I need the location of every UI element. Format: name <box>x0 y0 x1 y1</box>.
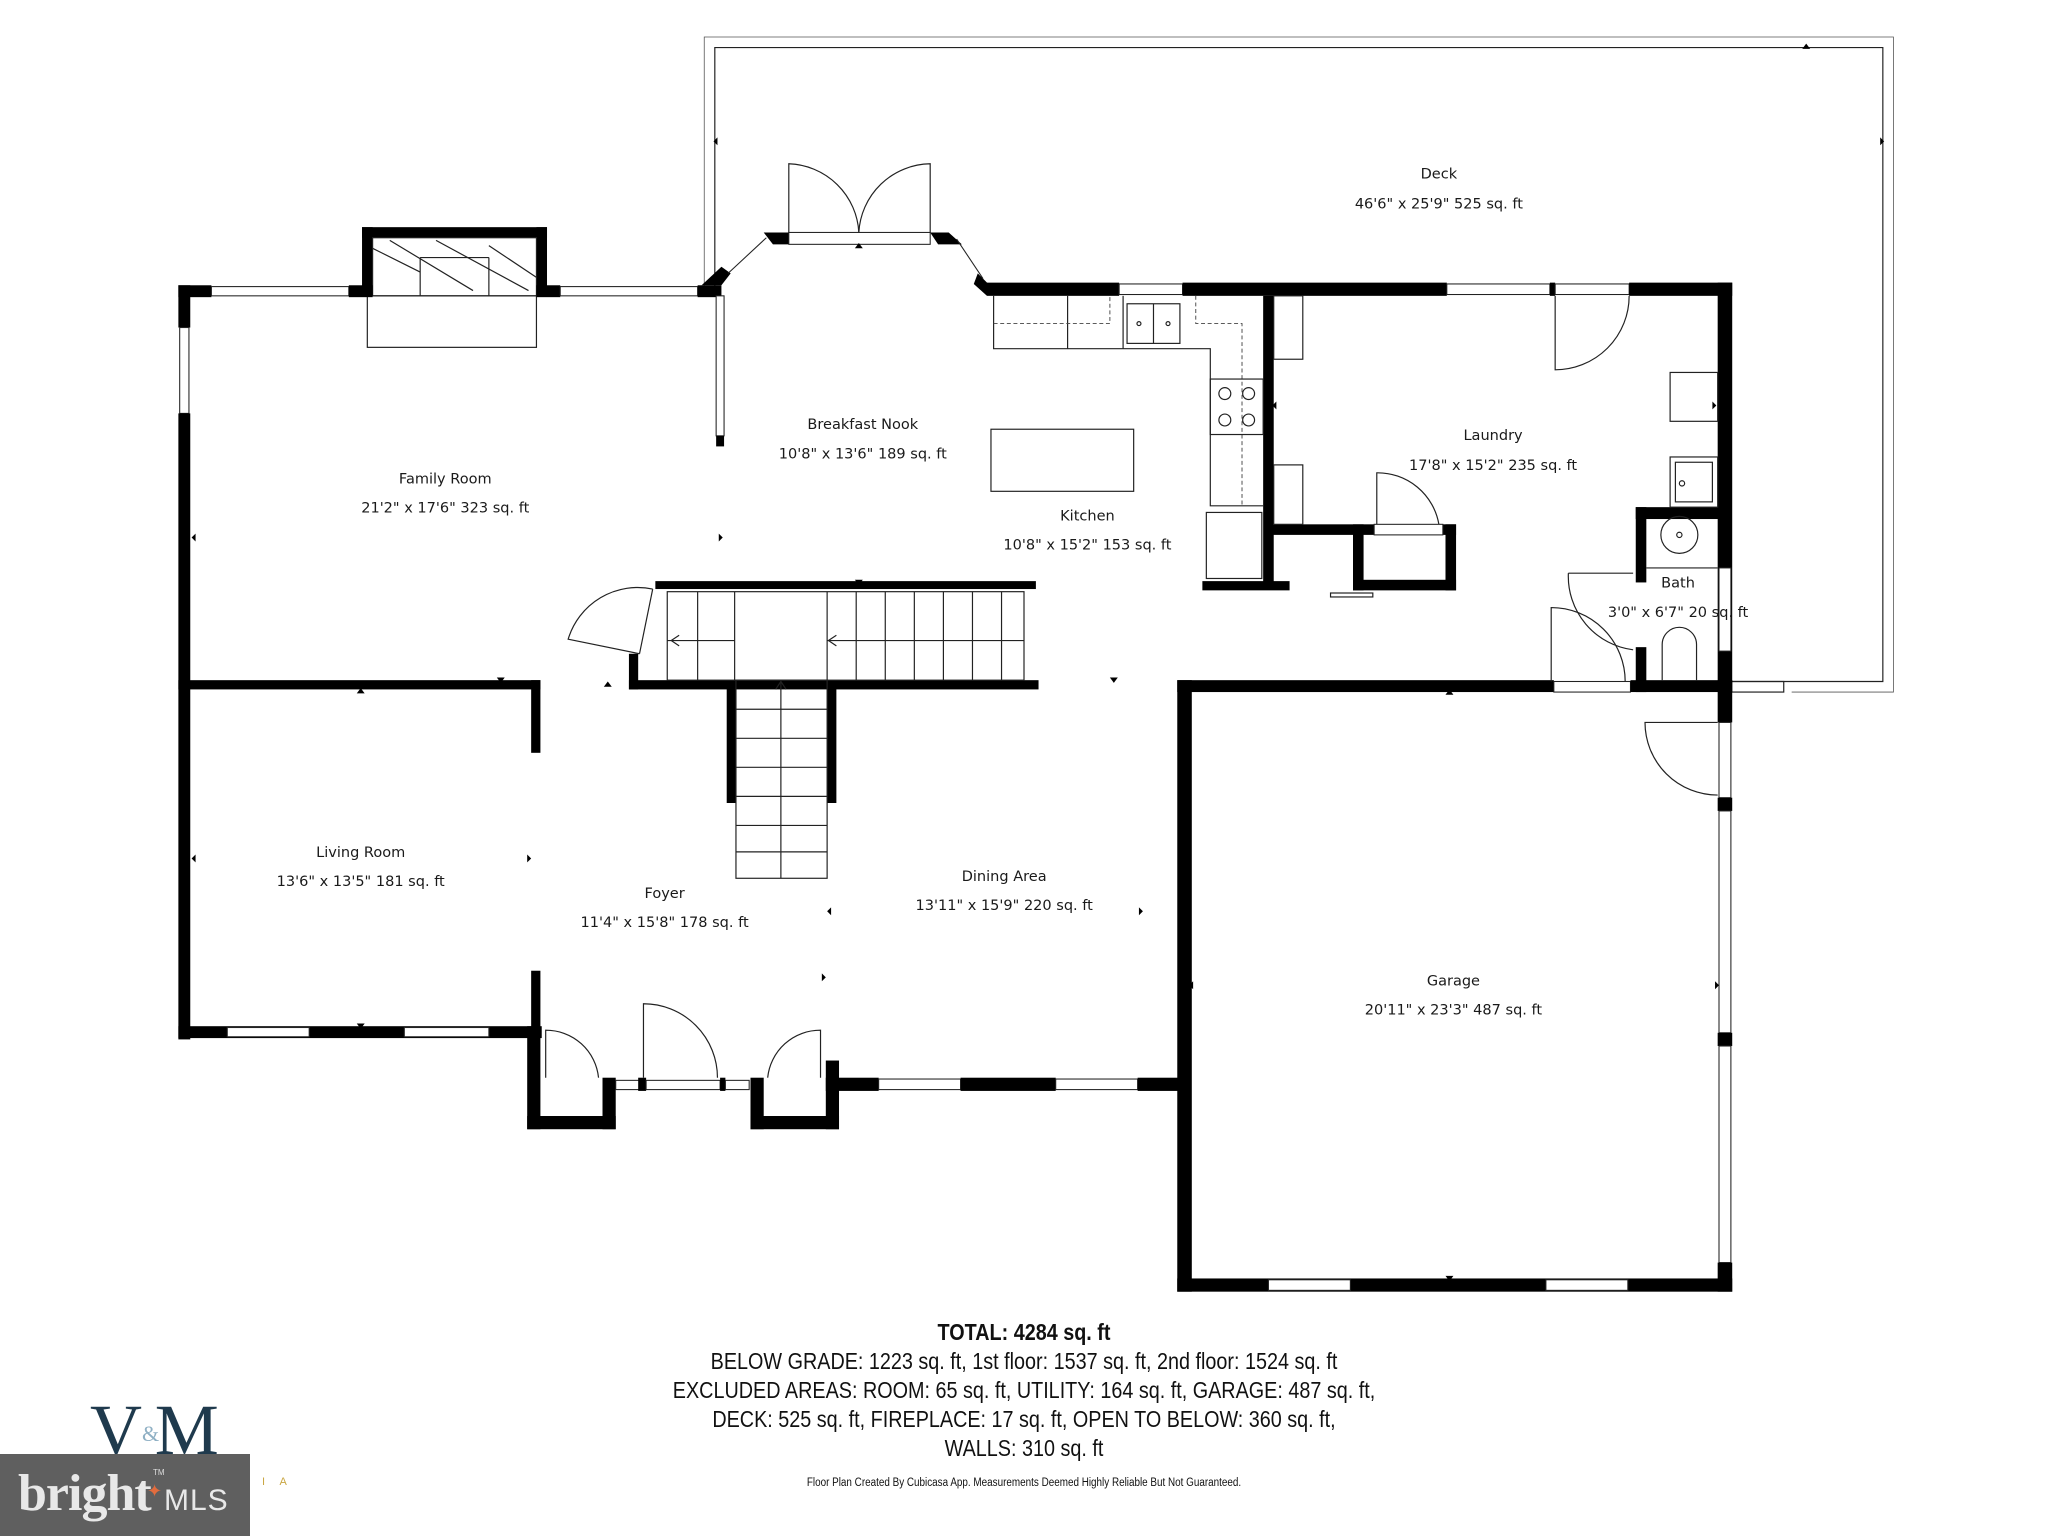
room-label-laundry: Laundry 17'8" x 15'2" 235 sq. ft <box>1409 428 1577 474</box>
stairs-icon <box>666 591 1025 879</box>
kitchen-cabinets <box>990 295 1264 580</box>
room-dims: 46'6" x 25'9" 525 sq. ft <box>1355 197 1523 213</box>
summary-line-below-grade: BELOW GRADE: 1223 sq. ft, 1st floor: 153… <box>710 1348 1338 1374</box>
room-dims: 13'6" x 13'5" 181 sq. ft <box>277 874 445 890</box>
total-area: TOTAL: 4284 sq. ft <box>937 1319 1111 1345</box>
room-name: Deck <box>1421 166 1458 182</box>
room-dims: 17'8" x 15'2" 235 sq. ft <box>1409 458 1577 474</box>
sink-icon <box>1126 303 1181 344</box>
room-name: Kitchen <box>1060 508 1115 524</box>
room-label-bath: Bath 3'0" x 6'7" 20 sq. ft <box>1608 576 1749 621</box>
bright-star-icon: ✦ <box>147 1481 163 1501</box>
deck-outline <box>703 36 1894 693</box>
bright-logo-mls: MLS <box>164 1484 229 1517</box>
area-summary: TOTAL: 4284 sq. ft BELOW GRADE: 1223 sq.… <box>0 1318 2048 1489</box>
room-dims: 20'11" x 23'3" 487 sq. ft <box>1365 1002 1543 1018</box>
room-name: Dining Area <box>962 869 1047 885</box>
summary-line-deck: DECK: 525 sq. ft, FIREPLACE: 17 sq. ft, … <box>712 1406 1336 1432</box>
room-dims: 3'0" x 6'7" 20 sq. ft <box>1608 605 1749 621</box>
dimension-markers <box>191 43 1885 1282</box>
room-dims: 11'4" x 15'8" 178 sq. ft <box>581 915 749 931</box>
room-label-breakfast-nook: Breakfast Nook 10'8" x 13'6" 189 sq. ft <box>779 417 947 462</box>
summary-line-excluded: EXCLUDED AREAS: ROOM: 65 sq. ft, UTILITY… <box>672 1377 1376 1403</box>
vm-logo-ampersand: & <box>142 1421 160 1446</box>
room-name: Family Room <box>399 471 492 487</box>
room-label-kitchen: Kitchen 10'8" x 15'2" 153 sq. ft <box>1003 508 1171 553</box>
room-name: Laundry <box>1463 428 1523 444</box>
room-dims: 13'11" x 15'9" 220 sq. ft <box>916 898 1094 914</box>
door-swing-icon <box>545 163 1718 1078</box>
vm-logo-subtitle: I A <box>262 1476 293 1488</box>
room-label-foyer: Foyer 11'4" x 15'8" 178 sq. ft <box>581 886 749 931</box>
stove-icon <box>1209 378 1264 436</box>
bright-logo-word: bright <box>18 1465 152 1522</box>
room-label-dining-area: Dining Area 13'11" x 15'9" 220 sq. ft <box>916 869 1094 914</box>
room-label-deck: Deck 46'6" x 25'9" 525 sq. ft <box>1355 166 1523 212</box>
room-name: Foyer <box>645 886 685 902</box>
walls <box>178 231 1733 1292</box>
room-dims: 21'2" x 17'6" 323 sq. ft <box>361 500 529 516</box>
room-label-living-room: Living Room 13'6" x 13'5" 181 sq. ft <box>277 845 445 890</box>
room-dims: 10'8" x 15'2" 153 sq. ft <box>1003 537 1171 553</box>
bright-trademark: TM <box>153 1468 165 1477</box>
room-name: Garage <box>1427 973 1480 989</box>
room-label-garage: Garage 20'11" x 23'3" 487 sq. ft <box>1365 973 1543 1018</box>
laundry-fixtures <box>1273 295 1719 525</box>
room-name: Bath <box>1661 576 1695 592</box>
room-label-family-room: Family Room 21'2" x 17'6" 323 sq. ft <box>361 471 529 516</box>
room-name: Living Room <box>316 845 405 861</box>
toilet-icon <box>1646 515 1718 681</box>
summary-line-walls: WALLS: 310 sq. ft <box>944 1435 1104 1461</box>
room-name: Breakfast Nook <box>807 417 918 433</box>
room-dims: 10'8" x 13'6" 189 sq. ft <box>779 446 947 462</box>
fireplace-icon <box>362 227 548 348</box>
bright-mls-logo: bright ✦ TM MLS <box>0 1454 250 1536</box>
credit-text: Floor Plan Created By Cubicasa App. Meas… <box>806 1477 1242 1489</box>
